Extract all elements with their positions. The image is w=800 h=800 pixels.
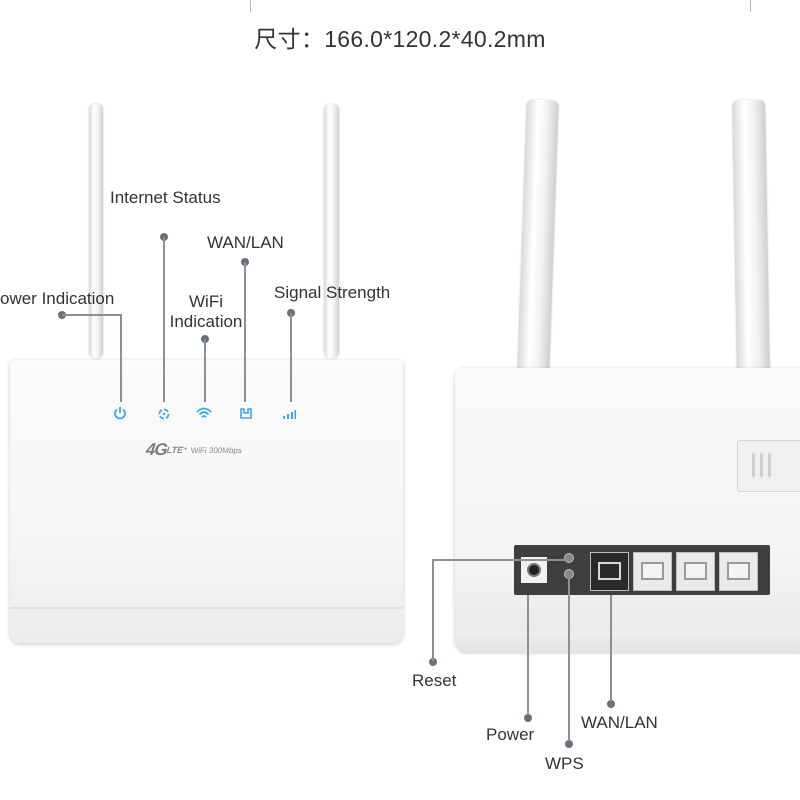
lan-port-3 <box>719 552 758 591</box>
dimension-title: 尺寸：166.0*120.2*40.2mm <box>254 26 546 52</box>
label-wan-lan-back: WAN/LAN <box>581 713 658 732</box>
label-power-indication: ower Indication <box>0 289 115 308</box>
leader-v-power <box>527 595 529 715</box>
label-wifi-line1: WiFi <box>189 292 223 311</box>
brand-4g: 4G <box>145 440 168 459</box>
leader-dot-wps <box>565 740 573 748</box>
top-divider-left <box>250 0 251 12</box>
leader-v-wifi <box>204 339 206 402</box>
front-seam <box>10 607 403 609</box>
leader-v-wan-front <box>244 262 246 402</box>
lan-port-1 <box>633 552 672 591</box>
router-front-body <box>10 360 403 643</box>
front-antenna-left <box>89 104 103 359</box>
label-power: Power <box>486 725 535 744</box>
label-wifi-line2: Indication <box>169 312 243 331</box>
dc-power-jack <box>521 557 547 583</box>
leader-dot-power <box>524 714 532 722</box>
label-wifi-indication: WiFi Indication <box>166 292 246 332</box>
reset-button-hole <box>564 553 574 563</box>
signal-bars-icon <box>283 410 296 419</box>
lan-port-2 <box>676 552 715 591</box>
brand-logo: 4GLTE⁺WiFi 300Mbps <box>145 440 243 460</box>
router-back-base <box>455 632 800 654</box>
wifi-icon <box>196 407 212 418</box>
label-signal-strength: Signal Strength <box>274 283 391 302</box>
label-internet-status: Internet Status <box>110 188 221 207</box>
leader-v-power <box>120 314 122 402</box>
leader-dot-wan-back <box>607 700 615 708</box>
leader-h-power <box>62 314 122 316</box>
leader-h-reset <box>432 559 567 561</box>
leader-v-wps <box>568 577 570 741</box>
label-wan-lan-front: WAN/LAN <box>207 233 284 252</box>
side-vent <box>737 440 800 492</box>
wan-lan-icon <box>240 408 252 419</box>
brand-wifi-speed: WiFi 300Mbps <box>190 446 243 455</box>
leader-dot-reset <box>429 658 437 666</box>
leader-v-wan-back <box>610 595 612 701</box>
rear-port-panel <box>514 545 770 595</box>
wan-lan-port <box>590 552 629 591</box>
brand-lte: LTE⁺ <box>166 445 189 455</box>
front-antenna-right <box>324 104 339 359</box>
power-icon <box>114 407 126 420</box>
top-divider-right <box>750 0 751 12</box>
internet-status-icon <box>158 408 170 420</box>
leader-v-internet <box>163 237 165 402</box>
label-wps: WPS <box>545 754 584 773</box>
router-back-body <box>455 368 800 651</box>
leader-v-reset <box>432 559 434 661</box>
leader-v-signal <box>290 313 292 402</box>
label-reset: Reset <box>412 671 457 690</box>
